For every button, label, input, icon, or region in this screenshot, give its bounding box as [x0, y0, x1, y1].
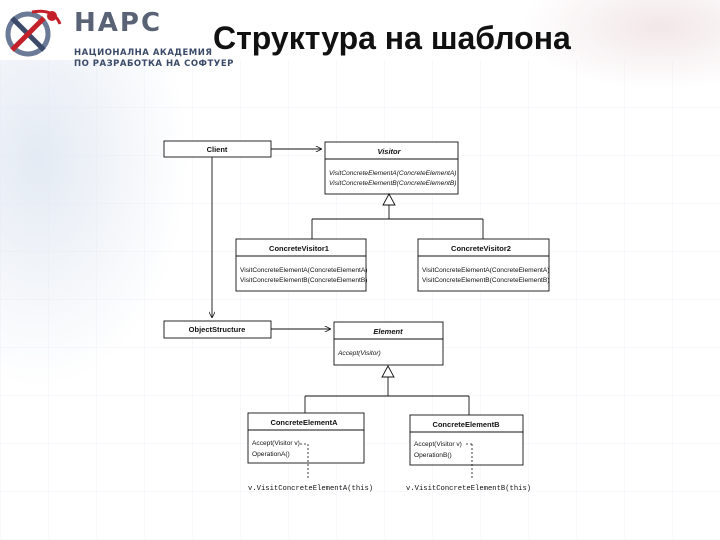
concrete-visitor2-op-1: VisitConcreteElementA(ConcreteElementA) [422, 267, 549, 274]
concrete-visitor2-class: ConcreteVisitor2 VisitConcreteElementA(C… [417, 238, 550, 292]
concrete-visitor1-name: ConcreteVisitor1 [269, 244, 329, 253]
concrete-element-b-op-1: Accept(Visitor v) [414, 441, 462, 448]
page-title: Структура на шаблона [213, 20, 571, 56]
note-link-b [466, 443, 473, 480]
concrete-element-a-op-1: Accept(Visitor v) [252, 440, 300, 447]
object-structure-class: ObjectStructure [163, 320, 272, 339]
visitor-inheritance [311, 193, 484, 239]
concrete-element-a-class: ConcreteElementA Accept(Visitor v) Opera… [247, 412, 365, 464]
concrete-visitor2-op-2: VisitConcreteElementB(ConcreteElementB) [422, 277, 549, 284]
concrete-visitor2-name: ConcreteVisitor2 [451, 244, 511, 253]
element-class-name: Element [373, 327, 403, 336]
note-visit-b: v.VisitConcreteElementB(this) [406, 485, 531, 493]
logo-subtitle-line2: ПО РАЗРАБОТКА НА СОФТУЕР [74, 59, 234, 69]
note-visit-a: v.VisitConcreteElementA(this) [248, 485, 373, 493]
visitor-class: Visitor VisitConcreteElementA(ConcreteEl… [324, 141, 459, 195]
nars-logo: НАРС НАЦИОНАЛНА АКАДЕМИЯ ПО РАЗРАБОТКА Н… [4, 4, 233, 69]
background-decoration-left [0, 60, 190, 390]
visitor-class-name: Visitor [377, 147, 401, 156]
concrete-element-b-op-2: OperationB() [414, 452, 452, 459]
concrete-element-b-name: ConcreteElementB [432, 420, 500, 429]
visitor-op-1: VisitConcreteElementA(ConcreteElementA) [329, 170, 456, 177]
element-op-1: Accept(Visitor) [337, 350, 381, 357]
concrete-element-a-name: ConcreteElementA [270, 418, 338, 427]
logo-name: НАРС [74, 8, 163, 38]
visitor-op-2: VisitConcreteElementB(ConcreteElementB) [329, 180, 456, 187]
element-class: Element Accept(Visitor) [333, 321, 444, 366]
concrete-element-a-op-2: OperationA() [252, 451, 290, 458]
concrete-visitor1-op-2: VisitConcreteElementB(ConcreteElementB) [240, 277, 367, 284]
concrete-visitor1-op-1: VisitConcreteElementA(ConcreteElementA) [240, 267, 367, 274]
concrete-element-b-class: ConcreteElementB Accept(Visitor v) Opera… [409, 414, 524, 466]
element-inheritance [304, 365, 470, 415]
client-class-name: Client [207, 145, 228, 154]
note-link-a [300, 443, 309, 480]
concrete-visitor1-class: ConcreteVisitor1 VisitConcreteElementA(C… [235, 238, 367, 292]
logo-mark-icon [5, 9, 62, 57]
client-class: Client [163, 140, 272, 158]
object-structure-name: ObjectStructure [189, 325, 246, 334]
background-decoration-right [520, 0, 720, 90]
logo-subtitle-line1: НАЦИОНАЛНА АКАДЕМИЯ [74, 48, 213, 58]
